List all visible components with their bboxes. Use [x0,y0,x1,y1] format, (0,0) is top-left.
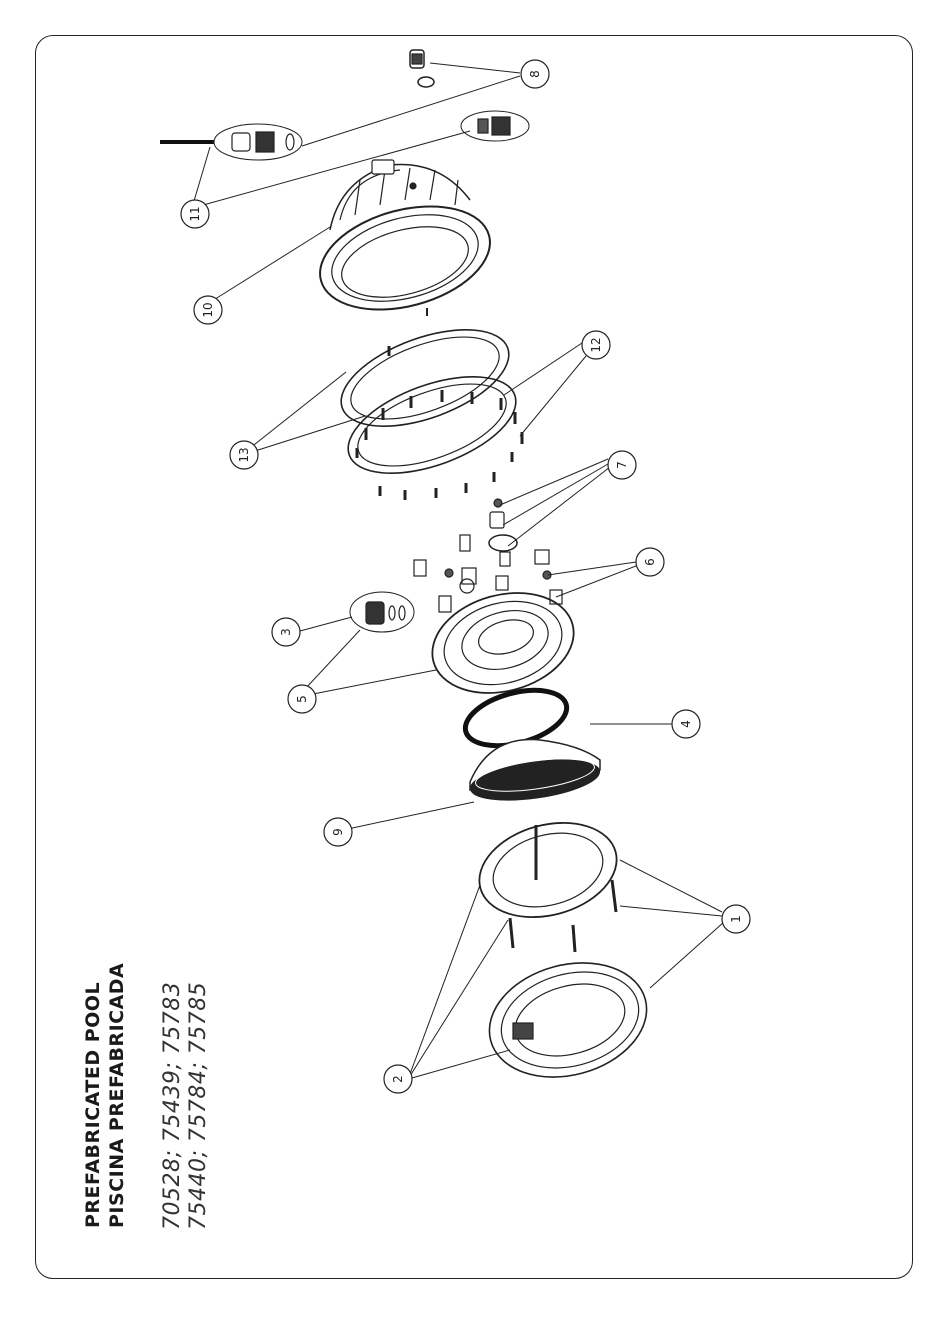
svg-text:7: 7 [615,461,629,469]
callout-9: 9 [324,818,352,846]
callout-1: 1 [722,905,750,933]
part-1-front-ring [469,808,628,952]
callout-7: 7 [608,451,636,479]
svg-text:9: 9 [331,828,345,836]
svg-text:11: 11 [188,206,202,221]
svg-text:8: 8 [528,70,542,78]
callout-3: 3 [272,618,300,646]
svg-text:10: 10 [201,302,215,317]
svg-text:1: 1 [729,915,743,923]
callout-4: 4 [672,710,700,738]
part-8-plug [410,50,434,87]
callout-6: 6 [636,548,664,576]
title-english: PREFABRICATED POOL [82,982,104,1228]
part-2-cover-ring [476,946,659,1094]
title-spanish: PISCINA PREFABRICADA [106,963,128,1228]
callout-10: 10 [194,296,222,324]
part-10-niche [309,160,502,327]
svg-text:12: 12 [589,337,603,352]
part-13-gasket-rings [329,310,529,492]
model-numbers-line1: 70528; 75439; 75783 [160,982,185,1230]
part-3-gland [350,592,414,632]
callout-5: 5 [288,685,316,713]
part-9-lens [468,740,602,807]
svg-text:3: 3 [279,628,293,636]
callout-11: 11 [181,200,209,228]
part-11-cable-gland [160,111,529,160]
svg-text:5: 5 [295,695,309,703]
callout-13: 13 [230,441,258,469]
svg-text:2: 2 [391,1075,405,1083]
callout-12: 12 [582,331,610,359]
svg-text:4: 4 [679,720,693,728]
callout-2: 2 [384,1065,412,1093]
callout-8: 8 [521,60,549,88]
svg-text:13: 13 [237,447,251,462]
model-numbers-line2: 75440; 75784; 75785 [186,982,211,1230]
svg-text:6: 6 [643,558,657,566]
